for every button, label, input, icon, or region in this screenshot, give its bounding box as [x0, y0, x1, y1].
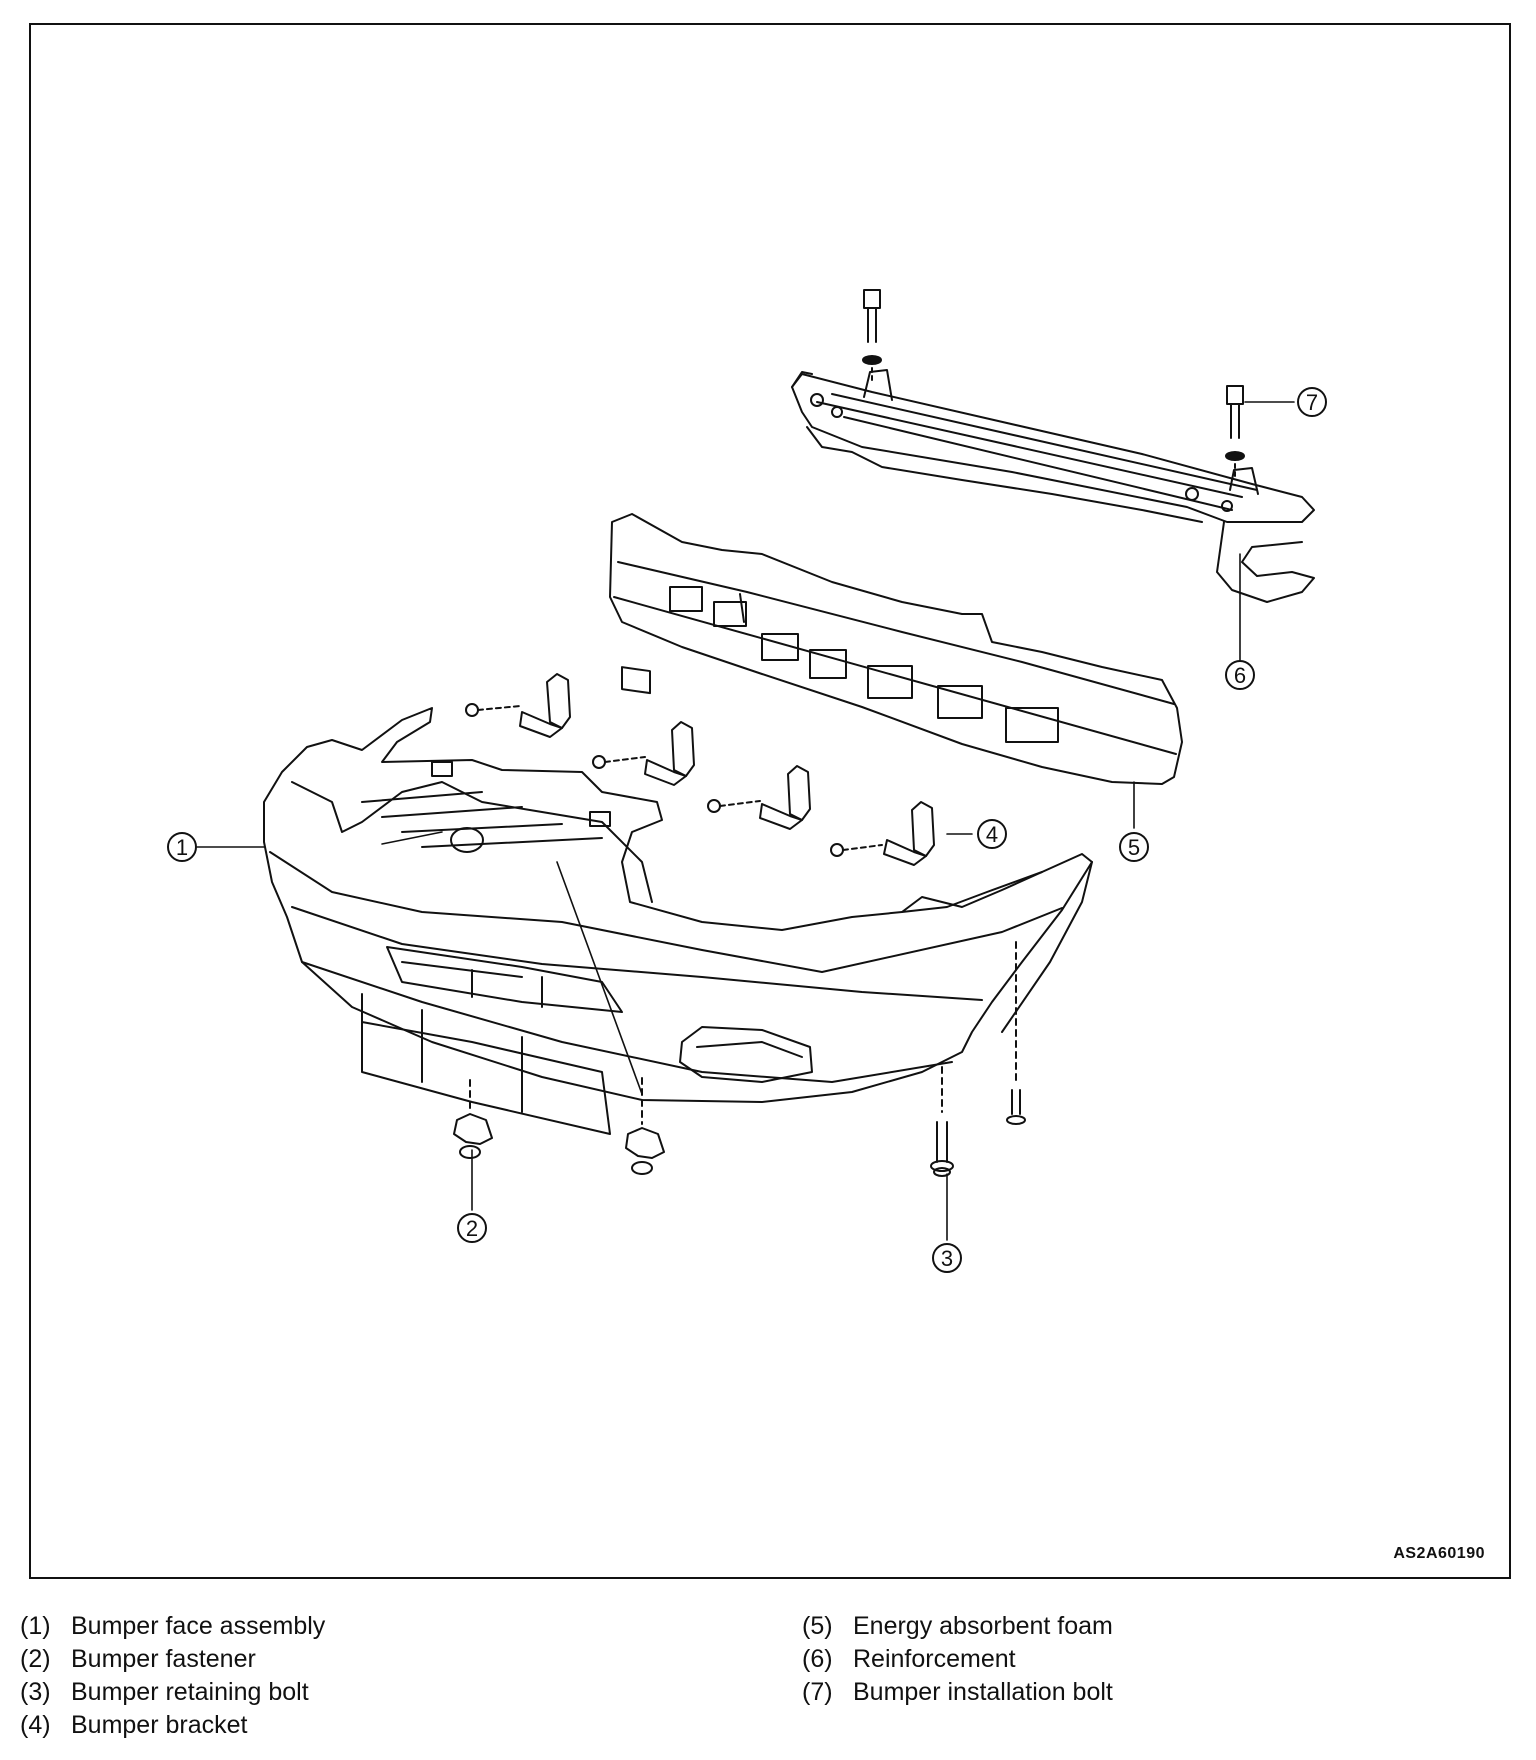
- legend-item: (5) Energy absorbent foam: [802, 1610, 1113, 1643]
- bumper-fastener-right: [625, 1077, 665, 1175]
- callout-6: 6: [1225, 660, 1255, 690]
- legend-label: Energy absorbent foam: [853, 1612, 1113, 1640]
- legend-item: (7) Bumper installation bolt: [802, 1676, 1113, 1709]
- bumper-bracket-1: [465, 673, 571, 738]
- legend-item: (6) Reinforcement: [802, 1643, 1113, 1676]
- callout-2-number: 2: [466, 1216, 478, 1241]
- legend-right: (5) Energy absorbent foam (6) Reinforcem…: [802, 1610, 1113, 1709]
- callout-2: 2: [457, 1213, 487, 1243]
- callout-4: 4: [977, 819, 1007, 849]
- callout-6-number: 6: [1234, 663, 1246, 688]
- legend-label: Bumper bracket: [71, 1711, 248, 1739]
- legend-label: Bumper fastener: [71, 1645, 256, 1673]
- figure-id: AS2A60190: [1393, 1545, 1485, 1562]
- bumper-face-part: [263, 707, 1093, 1135]
- legend-number: (5): [802, 1612, 833, 1640]
- legend-number: (7): [802, 1678, 833, 1706]
- legend-number: (2): [20, 1645, 51, 1673]
- bumper-bracket-2: [592, 721, 695, 786]
- legend-label: Bumper retaining bolt: [71, 1678, 309, 1706]
- reinforcement-part: [791, 369, 1315, 603]
- callout-7: 7: [1297, 387, 1327, 417]
- exploded-bumper-diagram: 1 2 3 4 5 6 7: [167, 289, 1327, 1273]
- legend-number: (1): [20, 1612, 51, 1640]
- callout-1: 1: [167, 832, 197, 862]
- legend-item: (3) Bumper retaining bolt: [20, 1676, 325, 1709]
- bumper-bracket-3: [707, 765, 811, 830]
- callout-1-number: 1: [176, 835, 188, 860]
- callout-3: 3: [932, 1243, 962, 1273]
- legend-item: (1) Bumper face assembly: [20, 1610, 325, 1643]
- legend-item: (2) Bumper fastener: [20, 1643, 325, 1676]
- energy-foam-part: [609, 513, 1183, 785]
- callout-3-number: 3: [941, 1246, 953, 1271]
- bumper-fastener-left: [453, 1079, 493, 1159]
- leader-lines: [196, 401, 1295, 1241]
- installation-bolt-right: [1225, 385, 1245, 477]
- installation-bolt-left: [862, 289, 882, 383]
- retaining-bolt: [930, 1066, 954, 1177]
- legend-label: Bumper installation bolt: [853, 1678, 1113, 1706]
- callout-4-number: 4: [986, 822, 998, 847]
- callout-7-number: 7: [1306, 390, 1318, 415]
- diagram-frame: 1 2 3 4 5 6 7 AS2A60190: [29, 23, 1511, 1579]
- retaining-screw: [1006, 941, 1026, 1125]
- legend-label: Reinforcement: [853, 1645, 1016, 1673]
- callout-5-number: 5: [1128, 835, 1140, 860]
- legend-number: (3): [20, 1678, 51, 1706]
- bumper-bracket-4: [830, 801, 935, 866]
- legend-label: Bumper face assembly: [71, 1612, 326, 1640]
- legend-item: (4) Bumper bracket: [20, 1709, 325, 1742]
- legend-number: (4): [20, 1711, 51, 1739]
- legend-left: (1) Bumper face assembly (2) Bumper fast…: [20, 1610, 325, 1742]
- legend-number: (6): [802, 1645, 833, 1673]
- callout-5: 5: [1119, 832, 1149, 862]
